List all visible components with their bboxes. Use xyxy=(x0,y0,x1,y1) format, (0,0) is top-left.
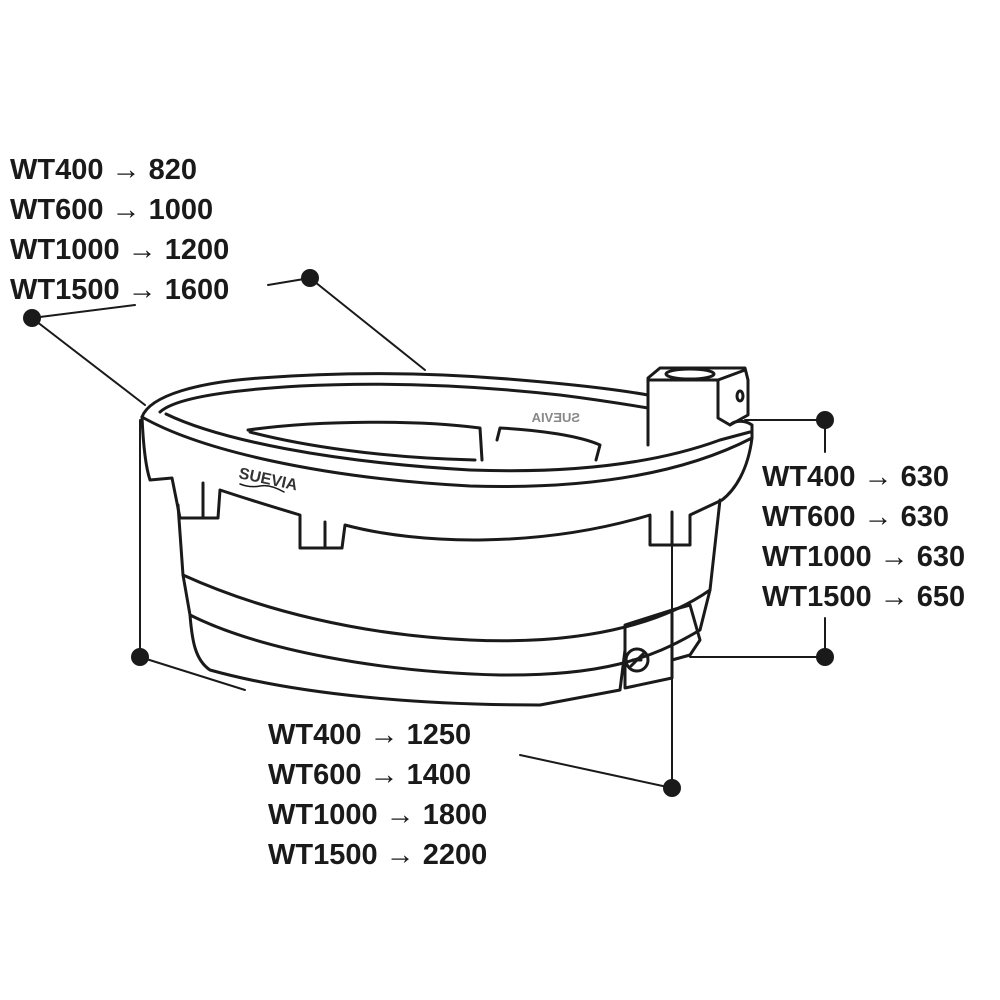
trough-lip xyxy=(140,415,754,550)
length-endpoint-left xyxy=(131,648,149,666)
length-dimension-labels: WT400 → 1250 WT600 → 1400 WT1000 → 1800 … xyxy=(268,715,487,875)
length-label: WT1000 → 1800 xyxy=(268,799,488,831)
dimension-lines xyxy=(31,277,826,789)
height-label: WT1000 → 630 xyxy=(762,541,966,573)
trough-inner-partition xyxy=(246,420,602,462)
length-label: WT600 → 1400 xyxy=(268,759,472,791)
width-dimension-labels: WT400 → 820 WT600 → 1000 WT1000 → 1200 W… xyxy=(10,150,229,310)
logo-front: SUEVIA xyxy=(237,465,299,494)
trough-rim-inner xyxy=(158,382,752,473)
trough-drain-housing xyxy=(623,603,702,690)
height-endpoint-bottom xyxy=(816,648,834,666)
width-label: WT400 → 820 xyxy=(10,154,197,186)
width-label: WT1500 → 1600 xyxy=(10,274,230,306)
trough-rim-back xyxy=(140,372,650,419)
length-endpoint-right xyxy=(663,779,681,797)
dimension-endpoints xyxy=(23,269,834,797)
trough-body-band-2 xyxy=(181,573,712,677)
height-endpoint-top xyxy=(816,411,834,429)
height-dimension-labels: WT400 → 630 WT600 → 630 WT1000 → 630 WT1… xyxy=(762,457,965,617)
height-label: WT1500 → 650 xyxy=(762,581,966,613)
width-endpoint-right xyxy=(301,269,319,287)
trough-body-bottom xyxy=(188,613,627,707)
length-label: WT400 → 1250 xyxy=(268,719,472,751)
height-label: WT400 → 630 xyxy=(762,461,949,493)
length-label: WT1500 → 2200 xyxy=(268,839,488,871)
drain-valve-icon xyxy=(624,647,650,673)
trough-rim-front xyxy=(140,415,754,488)
trough-body-band-1 xyxy=(176,498,722,643)
width-endpoint-left xyxy=(23,309,41,327)
width-label: WT1000 → 1200 xyxy=(10,234,230,266)
logo-back: SUEVIA xyxy=(531,410,580,425)
trough-inner-floor xyxy=(248,430,477,462)
height-label: WT600 → 630 xyxy=(762,501,949,533)
width-label: WT600 → 1000 xyxy=(10,194,214,226)
